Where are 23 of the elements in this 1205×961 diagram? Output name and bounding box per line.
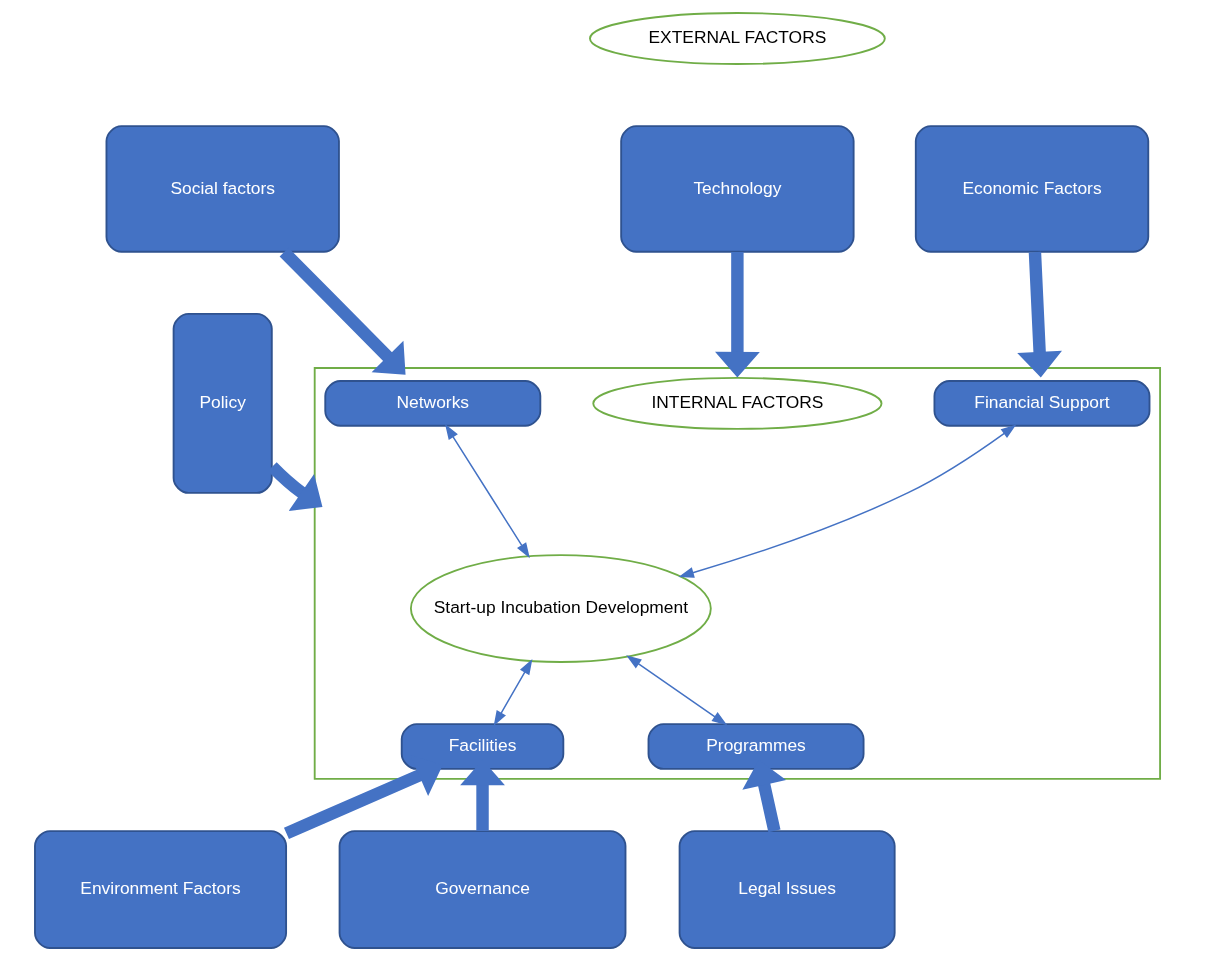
arrow — [626, 655, 728, 726]
node-box: Technology — [620, 125, 855, 253]
arrow — [279, 247, 406, 375]
node-box: Economic Factors — [914, 125, 1150, 253]
node-box: Financial Support — [933, 380, 1151, 427]
node-box: Programmes — [647, 723, 865, 770]
node-box: Environment Factors — [34, 830, 288, 949]
node-box: Social factors — [105, 125, 340, 253]
node-ellipse: Start-up Incubation Development — [409, 554, 712, 663]
cluster — [313, 367, 1161, 780]
node-box: Facilities — [400, 723, 565, 770]
arrow — [267, 462, 323, 511]
node-box: Networks — [324, 380, 542, 427]
node-box: Governance — [338, 830, 627, 949]
arrow — [445, 424, 530, 559]
arrow — [1017, 251, 1062, 378]
node-box: Policy — [172, 313, 273, 494]
node-ellipse: INTERNAL FACTORS — [592, 377, 883, 430]
node-ellipse: EXTERNAL FACTORS — [589, 12, 886, 65]
arrow — [678, 424, 1017, 578]
node-box: Legal Issues — [678, 830, 896, 949]
arrow — [493, 659, 533, 727]
arrow — [715, 252, 760, 378]
